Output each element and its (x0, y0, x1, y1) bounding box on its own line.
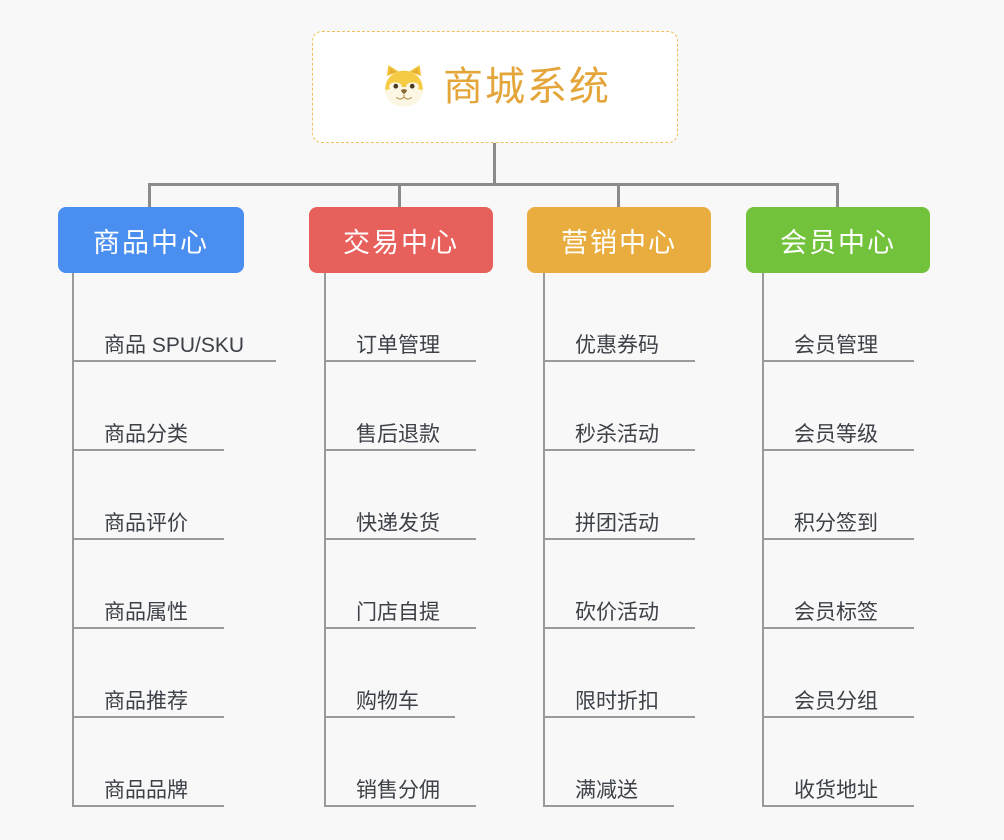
leaf-item-label: 商品评价 (104, 511, 188, 535)
leaf-item-label: 收货地址 (794, 778, 878, 802)
leaf-item-label: 秒杀活动 (575, 422, 659, 446)
leaf-item-rule (543, 538, 695, 540)
leaf-item[interactable]: 会员标签 (762, 540, 914, 629)
leaf-item[interactable]: 会员管理 (762, 273, 914, 362)
category-header-product-center[interactable]: 商品中心 (58, 207, 244, 273)
leaf-item-rule (72, 716, 224, 718)
category-header-trade-center[interactable]: 交易中心 (309, 207, 493, 273)
connector-horizontal-bus (149, 183, 838, 186)
leaf-item[interactable]: 快递发货 (324, 451, 476, 540)
leaf-item-rule (324, 538, 476, 540)
leaf-item-label: 商品 SPU/SKU (104, 333, 245, 357)
leaf-item-rule (762, 716, 914, 718)
leaf-item-rule (324, 627, 476, 629)
leaf-item-label: 购物车 (356, 689, 419, 713)
leaf-item[interactable]: 商品分类 (72, 362, 244, 451)
leaf-item[interactable]: 商品品牌 (72, 718, 244, 807)
leaf-item-rule (762, 538, 914, 540)
connector-root-stem (493, 143, 496, 186)
leaf-column-trade-center: 订单管理 售后退款 快递发货 门店自提 购物车 销售分佣 (324, 273, 476, 807)
leaf-trunk (543, 273, 545, 807)
leaf-item-label: 砍价活动 (575, 600, 659, 624)
category-header-member-center[interactable]: 会员中心 (746, 207, 930, 273)
leaf-item-rule (324, 805, 476, 807)
leaf-item[interactable]: 商品评价 (72, 451, 244, 540)
leaf-item-label: 满减送 (575, 778, 638, 802)
leaf-item-rule (543, 360, 695, 362)
leaf-item-label: 限时折扣 (575, 689, 659, 713)
leaf-item-rule (324, 716, 455, 718)
leaf-item-rule (72, 538, 224, 540)
leaf-column-member-center: 会员管理 会员等级 积分签到 会员标签 会员分组 收货地址 (762, 273, 914, 807)
leaf-item-rule (324, 360, 476, 362)
leaf-item[interactable]: 秒杀活动 (543, 362, 695, 451)
root-title: 商城系统 (443, 65, 611, 109)
leaf-item-rule (324, 449, 476, 451)
leaf-item[interactable]: 砍价活动 (543, 540, 695, 629)
leaf-item[interactable]: 订单管理 (324, 273, 476, 362)
leaf-item-rule (762, 627, 914, 629)
leaf-item-rule (762, 449, 914, 451)
leaf-item-label: 售后退款 (356, 422, 440, 446)
leaf-item-rule (72, 627, 224, 629)
category-header-label: 会员中心 (780, 227, 896, 258)
leaf-column-marketing-center: 优惠券码 秒杀活动 拼团活动 砍价活动 限时折扣 满减送 (543, 273, 695, 807)
leaf-item[interactable]: 售后退款 (324, 362, 476, 451)
leaf-item-label: 拼团活动 (575, 511, 659, 535)
leaf-item-label: 快递发货 (356, 511, 440, 535)
leaf-item[interactable]: 限时折扣 (543, 629, 695, 718)
shiba-dog-icon (379, 62, 429, 112)
leaf-item[interactable]: 拼团活动 (543, 451, 695, 540)
category-header-label: 商品中心 (93, 227, 209, 258)
leaf-trunk (324, 273, 326, 807)
leaf-item-rule (762, 360, 914, 362)
leaf-item[interactable]: 商品 SPU/SKU (72, 273, 276, 362)
leaf-item-label: 会员等级 (794, 422, 878, 446)
category-header-marketing-center[interactable]: 营销中心 (527, 207, 711, 273)
leaf-item-label: 商品属性 (104, 600, 188, 624)
category-header-label: 交易中心 (343, 227, 459, 258)
leaf-item-rule (543, 716, 695, 718)
leaf-item-rule (72, 805, 224, 807)
leaf-item[interactable]: 会员分组 (762, 629, 914, 718)
connector-drop-product-center (148, 183, 151, 208)
leaf-item-label: 会员标签 (794, 600, 878, 624)
leaf-item-rule (72, 449, 224, 451)
leaf-item[interactable]: 购物车 (324, 629, 455, 718)
leaf-item-rule (543, 805, 674, 807)
connector-drop-marketing-center (617, 183, 620, 208)
leaf-item-rule (543, 449, 695, 451)
root-node-mall-system[interactable]: 商城系统 (312, 31, 678, 143)
leaf-item[interactable]: 积分签到 (762, 451, 914, 540)
leaf-item[interactable]: 门店自提 (324, 540, 476, 629)
leaf-item-label: 商品推荐 (104, 689, 188, 713)
leaf-column-product-center: 商品 SPU/SKU 商品分类 商品评价 商品属性 商品推荐 商品品牌 (72, 273, 276, 807)
leaf-item-label: 会员管理 (794, 333, 878, 357)
leaf-item-label: 商品品牌 (104, 778, 188, 802)
leaf-item[interactable]: 优惠券码 (543, 273, 695, 362)
leaf-item-rule (72, 360, 276, 362)
leaf-item[interactable]: 商品推荐 (72, 629, 244, 718)
leaf-item[interactable]: 销售分佣 (324, 718, 476, 807)
leaf-item-label: 优惠券码 (575, 333, 659, 357)
leaf-item-label: 积分签到 (794, 511, 878, 535)
connector-drop-member-center (836, 183, 839, 208)
leaf-item-rule (762, 805, 914, 807)
category-header-label: 营销中心 (561, 227, 677, 258)
leaf-item-label: 订单管理 (356, 333, 440, 357)
leaf-item-rule (543, 627, 695, 629)
leaf-item[interactable]: 收货地址 (762, 718, 914, 807)
leaf-trunk (762, 273, 764, 807)
leaf-trunk (72, 273, 74, 807)
leaf-item-label: 销售分佣 (356, 778, 440, 802)
leaf-item-label: 门店自提 (356, 600, 440, 624)
leaf-item-label: 商品分类 (104, 422, 188, 446)
leaf-item[interactable]: 满减送 (543, 718, 674, 807)
connector-drop-trade-center (398, 183, 401, 208)
leaf-item[interactable]: 商品属性 (72, 540, 244, 629)
leaf-item[interactable]: 会员等级 (762, 362, 914, 451)
leaf-item-label: 会员分组 (794, 689, 878, 713)
